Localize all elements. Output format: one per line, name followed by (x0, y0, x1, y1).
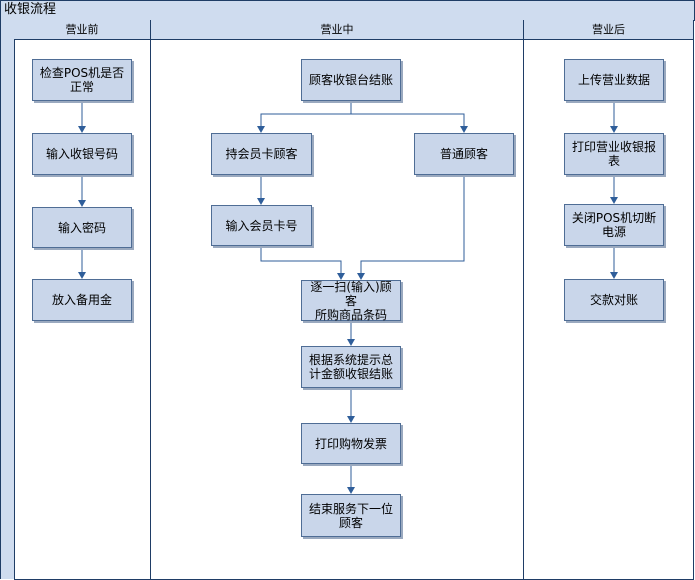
node-print-report: 打印营业收银报 表 (564, 133, 664, 175)
connector-checkout-to-regular (351, 113, 468, 133)
node-scan-barcodes: 逐一扫(输入)顾客 所购商品条码 (301, 280, 401, 322)
connector-card-to-scan (260, 246, 345, 280)
node-regular-customer: 普通顾客 (414, 133, 514, 175)
connector-regular-to-scan (357, 175, 465, 280)
node-member-customer: 持会员卡顾客 (211, 133, 312, 175)
lane-header-before: 营业前 (14, 20, 150, 40)
node-input-password: 输入密码 (32, 207, 132, 248)
lane-before-business: 营业前 (14, 20, 151, 580)
lane-header-after: 营业后 (524, 20, 693, 40)
lane-header-during: 营业中 (151, 20, 523, 40)
node-shutdown-pos: 关闭POS机切断 电源 (564, 204, 664, 246)
diagram-title: 收银流程 (4, 2, 57, 17)
node-customer-checkout: 顾客收银台结账 (301, 59, 401, 101)
node-print-invoice: 打印购物发票 (301, 423, 401, 464)
connector-checkout-split (257, 101, 352, 133)
node-input-member-card: 输入会员卡号 (211, 205, 312, 246)
node-next-customer: 结束服务下一位 顾客 (301, 494, 401, 537)
node-input-cashier-number: 输入收银号码 (32, 133, 132, 175)
node-total-settle: 根据系统提示总 计金额收银结账 (301, 346, 401, 388)
node-upload-data: 上传营业数据 (564, 59, 664, 101)
node-handover: 交款对账 (564, 279, 664, 321)
node-check-pos: 检查POS机是否 正常 (32, 59, 132, 101)
node-deposit-reserve: 放入备用金 (32, 279, 132, 321)
pool-left-strip (0, 20, 15, 579)
